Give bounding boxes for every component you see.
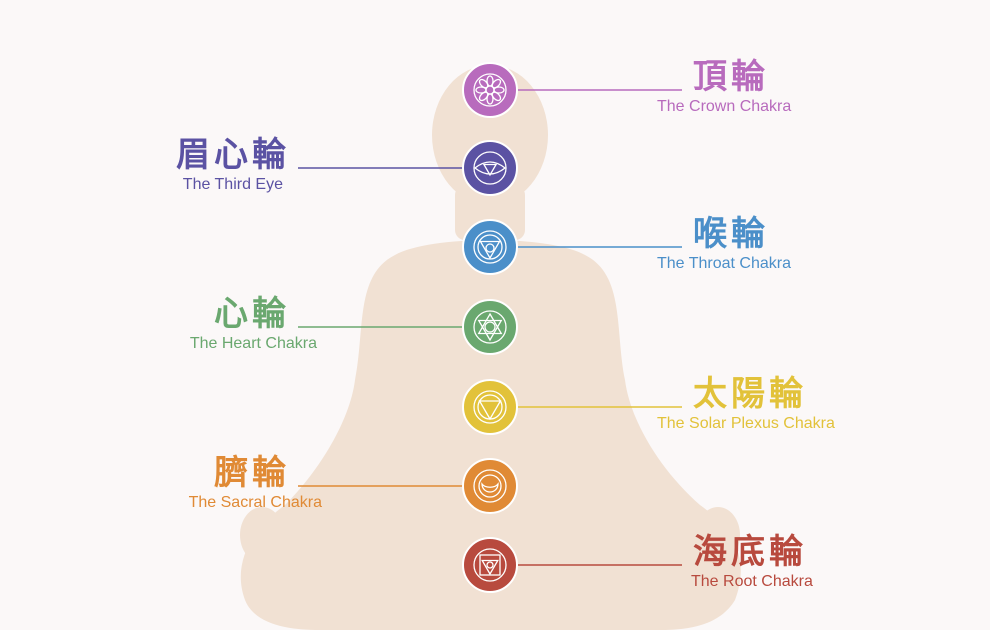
solar-plexus-chakra-node [462, 379, 518, 435]
crescent-lotus-icon [473, 469, 507, 503]
sacral-chakra-circle [462, 458, 518, 514]
third-eye-chakra-node [462, 140, 518, 196]
throat-chakra-chinese-name: 喉輪 [693, 214, 769, 254]
lotus-icon [473, 73, 507, 107]
heart-chakra-circle [462, 299, 518, 355]
connector-lines [298, 89, 682, 566]
third-eye-chakra-english-name: The Third Eye [182, 176, 283, 193]
solar-plexus-chakra-english-name: The Solar Plexus Chakra [657, 415, 835, 432]
hexagram-icon [473, 310, 507, 344]
crown-chakra-english-name: The Crown Chakra [657, 98, 792, 115]
crown-chakra-circle [462, 62, 518, 118]
heart-chakra-chinese-name: 心輪 [214, 294, 290, 334]
root-chakra-circle [462, 537, 518, 593]
crown-chakra-chinese-name: 頂輪 [693, 57, 769, 97]
third-eye-chakra-circle [462, 140, 518, 196]
third-eye-chakra-label: 眉心輪 The Third Eye [176, 135, 286, 195]
third-eye-chakra-chinese-name: 眉心輪 [176, 135, 290, 175]
heart-chakra-english-name: The Heart Chakra [189, 335, 317, 352]
solar-plexus-chakra-circle [462, 379, 518, 435]
root-chakra-chinese-name: 海底輪 [693, 532, 807, 572]
throat-chakra-circle [462, 219, 518, 275]
throat-chakra-node [462, 219, 518, 275]
crown-chakra-node [462, 62, 518, 118]
triangle-circle-icon [473, 230, 507, 264]
throat-chakra-english-name: The Throat Chakra [657, 255, 791, 272]
downward-triangle-icon [473, 390, 507, 424]
chakra-nodes [462, 62, 518, 593]
sacral-chakra-chinese-name: 臍輪 [214, 453, 290, 493]
root-chakra-english-name: The Root Chakra [691, 573, 813, 590]
heart-chakra-label: 心輪 The Heart Chakra [190, 294, 317, 354]
solar-plexus-chakra-chinese-name: 太陽輪 [693, 374, 807, 414]
throat-chakra-label: 喉輪 The Throat Chakra [657, 214, 791, 274]
root-chakra-label: 海底輪 The Root Chakra [691, 532, 813, 592]
root-chakra-node [462, 537, 518, 593]
sacral-chakra-english-name: The Sacral Chakra [188, 494, 322, 511]
solar-plexus-chakra-label: 太陽輪 The Solar Plexus Chakra [657, 374, 835, 434]
sacral-chakra-node [462, 458, 518, 514]
square-triangle-icon [473, 548, 507, 582]
heart-chakra-node [462, 299, 518, 355]
sacral-chakra-label: 臍輪 The Sacral Chakra [189, 453, 322, 513]
eye-icon [473, 151, 507, 185]
crown-chakra-label: 頂輪 The Crown Chakra [657, 57, 791, 117]
